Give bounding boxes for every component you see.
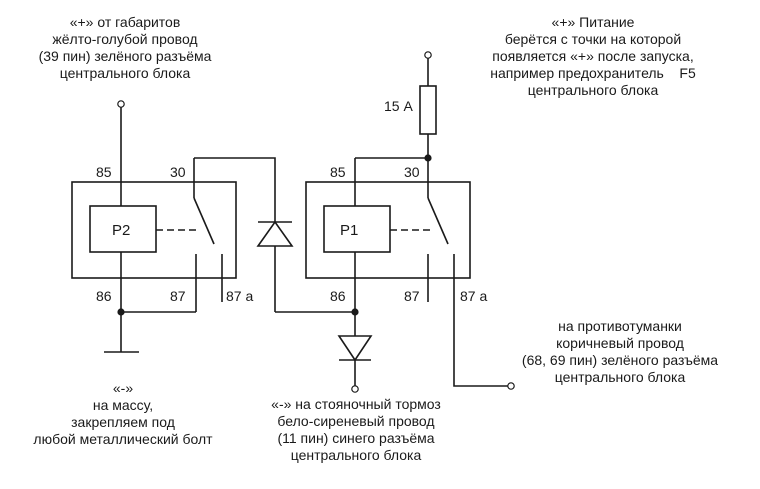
relay-right-coil: [323, 205, 391, 253]
relay-right-name: P1: [340, 222, 359, 239]
note-line: (39 пин) зелёного разъёма: [38, 48, 212, 64]
relay-right-body: [305, 181, 471, 279]
junction-power: [424, 154, 432, 162]
diode-vertical: [256, 220, 294, 247]
note-power: «+» Питание берётся с точки на которой п…: [468, 14, 718, 99]
note-line: (68, 69 пин) зелёного разъёма: [521, 352, 719, 368]
note-line: «-»: [112, 380, 134, 396]
relay-left-pin-86: 86: [96, 288, 112, 304]
note-line: берётся с точки на которой: [504, 31, 682, 47]
note-line: центрального блока: [554, 369, 686, 385]
note-line: появляется «+» после запуска,: [492, 48, 694, 64]
terminal-gabarit: [117, 100, 125, 108]
note-brake: «-» на стояночный тормоз бело-сиреневый …: [246, 396, 466, 464]
note-line: центрального блока: [527, 82, 659, 98]
note-line: центрального блока: [59, 65, 191, 81]
relay-right-87a-wire: [453, 254, 508, 387]
relay-right-pin-87: 87: [404, 288, 420, 304]
relay-right-pin-85: 85: [330, 164, 346, 180]
note-line: любой металлический болт: [33, 431, 213, 447]
note-line: «-» на стояночный тормоз: [271, 396, 441, 412]
relay-left-pin-87a: 87 a: [226, 288, 254, 304]
relay-left-pin-30: 30: [170, 164, 186, 180]
junction-left-bottom: [117, 308, 125, 316]
note-line: закрепляем под: [71, 414, 175, 430]
relay-right-switch-blade: [427, 197, 449, 245]
relay-left-pin-85: 85: [96, 164, 112, 180]
junction-right-bottom: [351, 308, 359, 316]
relay-right-pin-86: 86: [330, 288, 346, 304]
terminal-power: [424, 51, 432, 59]
terminal-brake: [351, 385, 359, 393]
note-line: «+» Питание: [551, 14, 635, 30]
note-line: на противотуманки: [558, 318, 682, 334]
note-line: «+» от габаритов: [69, 14, 181, 30]
note-line: бело-сиреневый провод: [277, 413, 435, 429]
terminal-foglights: [507, 382, 515, 390]
relay-left-switch-blade: [193, 197, 215, 245]
relay-left-pin-87: 87: [170, 288, 186, 304]
relay-left-coil: [89, 205, 157, 253]
note-foglights: на противотуманки коричневый провод (68,…: [500, 318, 740, 386]
note-gabarit: «+» от габаритов жёлто-голубой провод (3…: [20, 14, 230, 82]
relay-left-body: [71, 181, 237, 279]
wire-30-to-diode: [194, 157, 276, 222]
relay-right-pin-30: 30: [404, 164, 420, 180]
note-ground: «-» на массу, закрепляем под любой метал…: [28, 380, 218, 448]
note-line: коричневый провод: [556, 335, 684, 351]
fuse-label: 15 А: [384, 98, 413, 114]
fuse: [419, 85, 437, 135]
diode-brake: [337, 335, 373, 362]
note-line: на массу,: [92, 397, 154, 413]
relay-right-pin-87a: 87 a: [460, 288, 488, 304]
note-line: например предохранитель F5: [490, 65, 696, 81]
note-line: центрального блока: [290, 447, 422, 463]
relay-left-name: P2: [112, 222, 131, 239]
note-line: (11 пин) синего разъёма: [277, 430, 435, 446]
note-line: жёлто-голубой провод: [52, 31, 198, 47]
